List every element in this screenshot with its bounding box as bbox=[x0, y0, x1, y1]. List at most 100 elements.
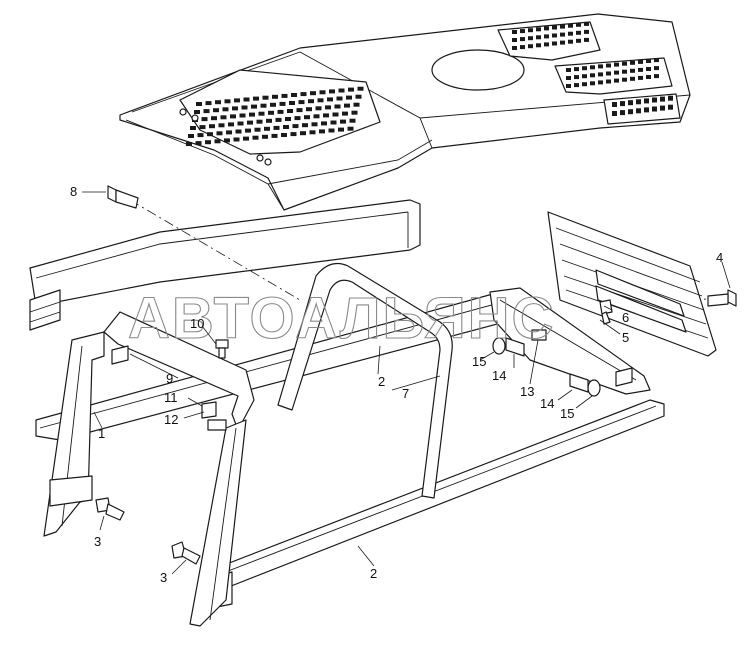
vent-slot bbox=[606, 79, 611, 84]
vent-slot bbox=[606, 71, 611, 76]
vent-slot bbox=[205, 140, 211, 145]
vent-slot bbox=[622, 61, 627, 66]
vent-slot bbox=[315, 106, 322, 111]
vent-slot bbox=[353, 102, 360, 107]
vent-slot bbox=[237, 121, 244, 126]
vent-slot bbox=[638, 75, 643, 80]
vent-slot bbox=[285, 117, 291, 121]
bolt-3-left bbox=[95, 497, 125, 521]
vent-slot bbox=[636, 99, 641, 105]
washer-15-lower bbox=[587, 379, 601, 397]
vent-slot bbox=[614, 70, 619, 75]
vent-slot bbox=[355, 94, 362, 99]
vent-slot bbox=[224, 99, 231, 104]
vent-slot bbox=[266, 118, 272, 123]
vent-slot bbox=[582, 74, 587, 79]
vent-slot bbox=[226, 130, 232, 135]
vent-slot bbox=[574, 75, 579, 80]
vent-slot bbox=[351, 110, 358, 115]
callout-14-upper: 14 bbox=[492, 368, 506, 383]
vent-slot bbox=[228, 122, 234, 127]
vent-slot bbox=[262, 95, 269, 100]
vent-slot bbox=[258, 111, 265, 116]
vent-slot bbox=[574, 83, 579, 88]
vent-slot bbox=[199, 125, 206, 130]
vent-slot bbox=[344, 103, 350, 108]
callout-6: 6 bbox=[622, 310, 629, 325]
callout-labels: 1 2 2 3 3 4 5 6 7 8 9 10 11 12 13 14 14 … bbox=[70, 184, 723, 585]
vent-slot bbox=[620, 110, 625, 116]
vent-slot bbox=[576, 30, 581, 35]
vent-slot bbox=[566, 68, 571, 72]
vent-slot bbox=[630, 68, 635, 73]
vent-slot bbox=[215, 100, 221, 105]
vent-slot bbox=[644, 98, 649, 104]
side-frame-strip-upper bbox=[29, 199, 421, 331]
vent-slot bbox=[638, 59, 643, 64]
vent-slot bbox=[317, 98, 324, 103]
callout-7: 7 bbox=[402, 386, 409, 401]
vent-slot bbox=[256, 119, 263, 124]
vent-slot bbox=[211, 116, 217, 121]
vent-slot bbox=[612, 102, 617, 107]
vent-slot bbox=[323, 113, 329, 118]
vent-slot bbox=[330, 120, 337, 125]
vent-slot bbox=[566, 84, 571, 88]
vent-slot bbox=[348, 87, 354, 92]
vent-slot bbox=[590, 81, 595, 86]
vent-slot bbox=[306, 107, 312, 112]
callout-1: 1 bbox=[98, 426, 105, 441]
vent-slot bbox=[194, 110, 200, 114]
vent-slot bbox=[584, 29, 589, 34]
callout-14-lower: 14 bbox=[540, 396, 554, 411]
vent-slot bbox=[289, 101, 295, 105]
vent-slot bbox=[628, 100, 633, 106]
vent-slot bbox=[536, 35, 541, 40]
vent-slot bbox=[568, 31, 573, 36]
left-frame-bracket bbox=[43, 311, 255, 627]
vent-slot bbox=[291, 93, 297, 97]
vent-slot bbox=[654, 58, 659, 63]
vent-slot bbox=[332, 112, 339, 117]
bolt-6 bbox=[599, 299, 613, 325]
vent-slot bbox=[251, 104, 257, 109]
vent-slot bbox=[528, 44, 533, 49]
vent-slot bbox=[195, 141, 202, 146]
vent-slot bbox=[598, 64, 603, 69]
vent-slot bbox=[338, 88, 345, 93]
vent-slot bbox=[260, 103, 267, 108]
vent-slot bbox=[582, 66, 587, 71]
callout-2-lower: 2 bbox=[370, 566, 377, 581]
vent-slot bbox=[197, 133, 204, 138]
vent-slot bbox=[308, 99, 314, 104]
vent-slot bbox=[520, 37, 525, 42]
vent-slot bbox=[222, 107, 229, 112]
vent-slot bbox=[304, 115, 310, 120]
vent-slot bbox=[325, 105, 331, 110]
vent-slot bbox=[203, 109, 210, 114]
vent-slot bbox=[311, 122, 318, 127]
vent-slot bbox=[614, 78, 619, 83]
vent-slot bbox=[300, 131, 306, 136]
vent-slot bbox=[321, 121, 327, 126]
vent-slot bbox=[668, 95, 673, 101]
callout-9: 9 bbox=[166, 371, 173, 386]
vent-slot bbox=[544, 42, 549, 47]
bolt-3-lower bbox=[171, 541, 201, 565]
vent-slot bbox=[233, 137, 240, 142]
vent-slot bbox=[336, 96, 343, 101]
vent-slot bbox=[630, 76, 635, 81]
vent-slot bbox=[660, 105, 665, 111]
vent-slot bbox=[566, 76, 571, 80]
callout-3-left: 3 bbox=[94, 534, 101, 549]
vent-slot bbox=[205, 101, 212, 106]
vent-slot bbox=[294, 116, 301, 121]
roll-bar-arch bbox=[277, 263, 453, 499]
vent-slot bbox=[275, 117, 282, 122]
callout-3-lower: 3 bbox=[160, 570, 167, 585]
vent-slot bbox=[319, 90, 326, 95]
callout-15-upper: 15 bbox=[472, 354, 486, 369]
vent-slot bbox=[302, 123, 308, 128]
vent-slot bbox=[520, 29, 525, 34]
